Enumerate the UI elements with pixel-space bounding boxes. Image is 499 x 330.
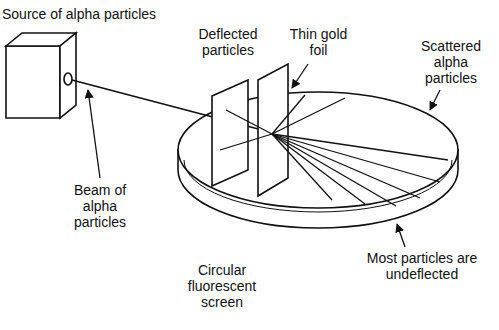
callout-label: Deflected particles — [188, 26, 268, 58]
leader-arrows — [88, 64, 440, 247]
callout-label: Source of alpha particles — [2, 6, 177, 22]
callout-label: Most particles are undeflected — [355, 250, 489, 282]
gold-foil — [258, 64, 288, 196]
alpha-source-box — [6, 33, 76, 118]
callout-label: Scattered alpha particles — [410, 38, 492, 86]
callout-label: Circular fluorescent screen — [175, 262, 269, 310]
screen-panel — [212, 80, 248, 186]
particle-paths — [220, 95, 448, 206]
callout-label: Beam of alpha particles — [65, 182, 135, 230]
callout-label: Thin gold foil — [281, 26, 356, 58]
